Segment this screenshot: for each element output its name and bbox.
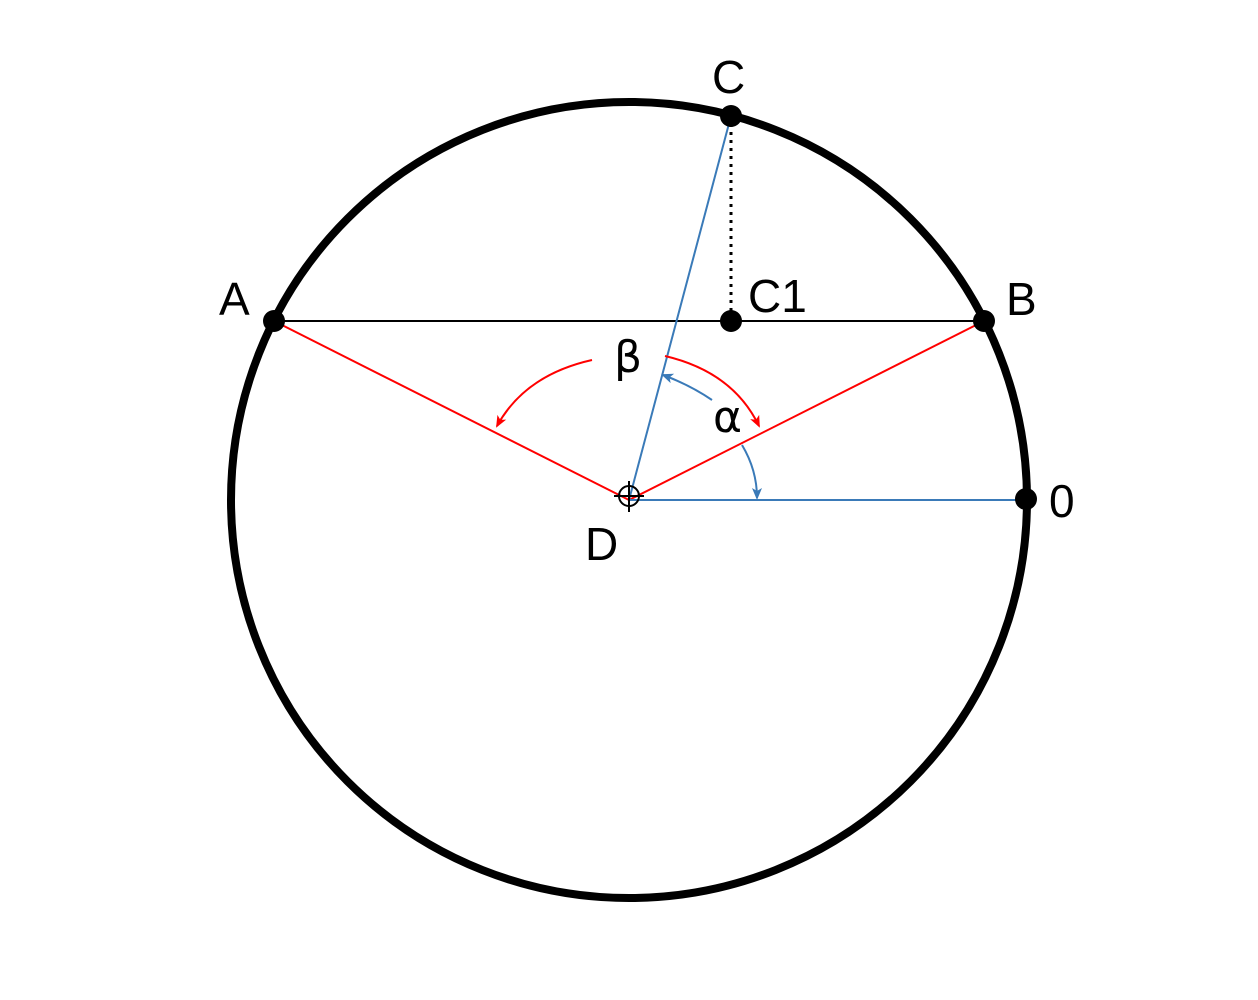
alpha-arc-lower (741, 444, 762, 500)
point-c (720, 105, 742, 127)
radius-db (628, 320, 985, 501)
beta-arc-right (664, 355, 760, 428)
label-beta: β (614, 332, 642, 383)
label-b: B (1006, 273, 1037, 325)
alpha-arc-upper (661, 373, 713, 401)
label-c1: C1 (748, 270, 807, 322)
label-zero: 0 (1049, 475, 1075, 527)
point-c1 (720, 310, 742, 332)
point-zero (1015, 488, 1037, 510)
label-a: A (219, 273, 250, 325)
label-d: D (585, 518, 618, 570)
radius-da (273, 320, 630, 501)
beta-arc-left (496, 359, 593, 428)
point-b (973, 310, 995, 332)
label-c: C (712, 51, 745, 103)
point-a (263, 310, 285, 332)
label-alpha: α (713, 392, 742, 443)
radius-dc (628, 115, 732, 501)
